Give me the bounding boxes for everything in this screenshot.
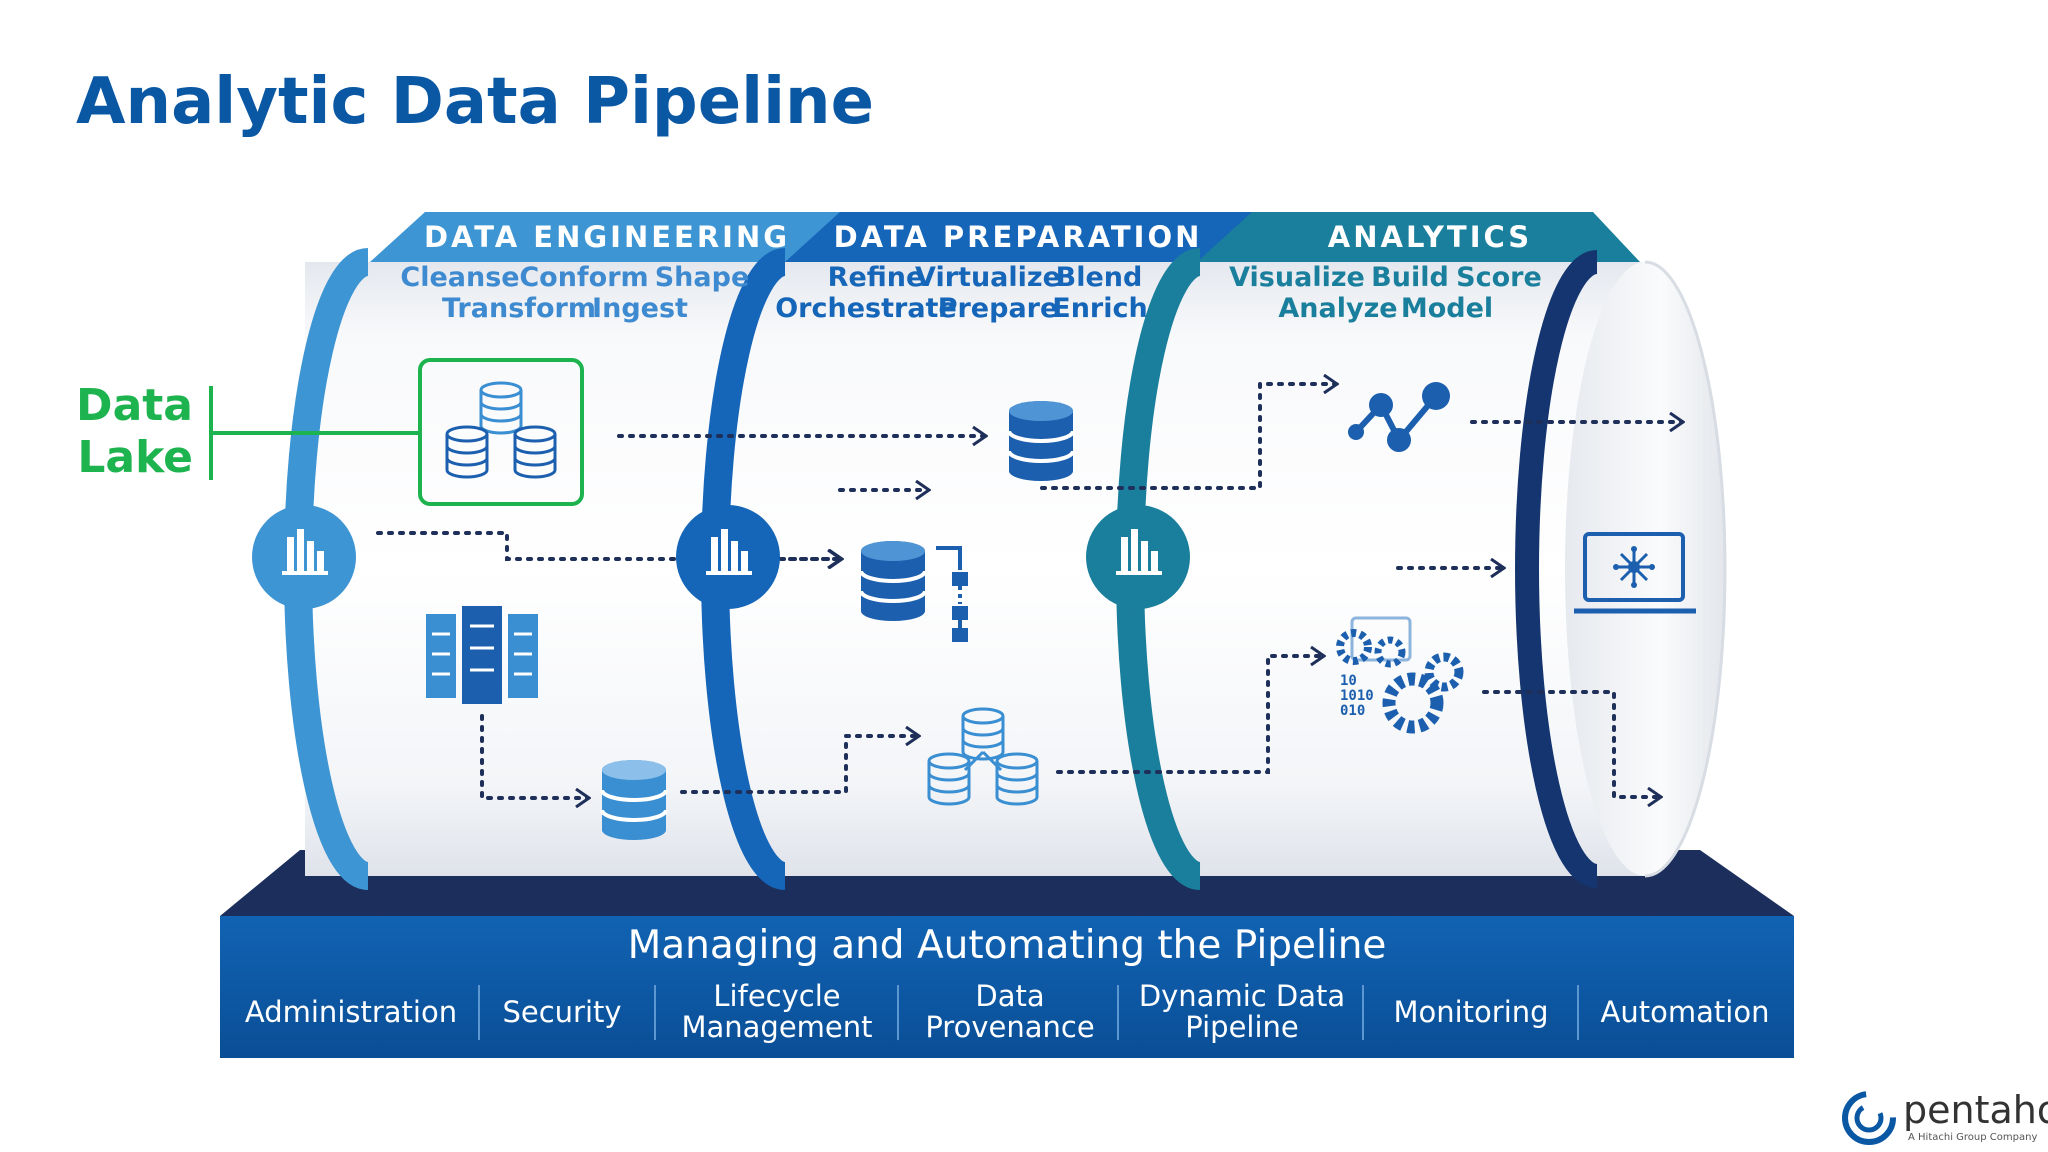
data-lake-callout: Data Lake xyxy=(76,358,584,506)
stage-badge-data-preparation xyxy=(676,505,780,609)
platform-item-label: Administration xyxy=(245,995,457,1029)
stage-activity: Visualize xyxy=(1229,262,1365,293)
platform-item-label: Automation xyxy=(1601,995,1770,1029)
stage-name-data-engineering: DATA ENGINEERING xyxy=(424,220,790,254)
line-chart-icon xyxy=(1348,382,1450,452)
platform-item-label: Pipeline xyxy=(1185,1010,1299,1044)
svg-text:1010: 1010 xyxy=(1340,688,1374,704)
laptop-dashboard-icon xyxy=(1574,532,1696,614)
svg-text:010: 010 xyxy=(1340,703,1365,719)
stage-activity: Prepare xyxy=(938,293,1059,324)
platform-item-label: Management xyxy=(681,1010,872,1044)
stage-badge-data-engineering xyxy=(252,505,356,609)
stage-name-data-preparation: DATA PREPARATION xyxy=(834,220,1203,254)
database-pipeline-icon xyxy=(859,539,968,642)
stage-activity: Shape xyxy=(655,262,750,293)
platform-heading: Managing and Automating the Pipeline xyxy=(628,923,1387,968)
stage-activity: Ingest xyxy=(592,293,688,324)
model-gears-icon: 10 1010 010 xyxy=(1336,616,1464,734)
page-title: Analytic Data Pipeline xyxy=(76,65,874,139)
stage-activity: Virtualize xyxy=(915,262,1061,293)
data-lake-label-line1: Data xyxy=(76,380,193,431)
flow-arrow xyxy=(1056,656,1323,774)
ring-end xyxy=(1515,250,1599,888)
stage-activity: Enrich xyxy=(1052,293,1147,324)
server-rack-icon xyxy=(426,606,538,704)
platform-item-label: Lifecycle xyxy=(713,979,840,1013)
flow-arrow xyxy=(680,736,918,794)
svg-text:10: 10 xyxy=(1340,673,1357,689)
stage-activity: Cleanse xyxy=(400,262,519,293)
flow-arrow xyxy=(480,714,588,798)
platform-item-label: Dynamic Data xyxy=(1139,979,1345,1013)
platform-item-label: Monitoring xyxy=(1393,995,1548,1029)
stage-activity: Orchestrate xyxy=(775,293,957,324)
stage-activity: Transform xyxy=(442,293,596,324)
flow-arrow xyxy=(376,531,840,559)
database-icon xyxy=(600,758,668,842)
logo-name: pentaho xyxy=(1903,1088,2048,1132)
pipeline-cylinder xyxy=(305,260,1727,878)
data-lake-box xyxy=(418,358,584,506)
stage-activity: Analyze xyxy=(1278,293,1397,324)
stage-activity: Blend xyxy=(1056,262,1143,293)
stage-activity: Model xyxy=(1401,293,1493,324)
flow-arrow xyxy=(1482,690,1660,797)
tab-data-engineering xyxy=(370,212,845,262)
stage-activity: Score xyxy=(1456,262,1542,293)
platform-item-label: Provenance xyxy=(925,1010,1094,1044)
management-platform: Managing and Automating the Pipeline Adm… xyxy=(220,850,1794,1058)
database-icon xyxy=(1007,399,1075,483)
stage-activity: Conform xyxy=(519,262,648,293)
stage-activity: Build xyxy=(1371,262,1449,293)
tab-data-preparation xyxy=(785,212,1257,262)
flow-arrows xyxy=(376,384,1682,798)
blended-databases-icon xyxy=(927,707,1039,806)
logo-tagline: A Hitachi Group Company xyxy=(1908,1132,2037,1143)
pentaho-logo: pentaho A Hitachi Group Company xyxy=(1842,1088,2048,1145)
flow-arrow xyxy=(1040,384,1336,490)
stage-activity: Refine xyxy=(828,262,925,293)
tab-analytics xyxy=(1197,212,1640,262)
platform-item-label: Data xyxy=(975,979,1044,1013)
data-lake-label-line2: Lake xyxy=(77,432,193,483)
stage-badge-analytics xyxy=(1086,505,1190,609)
stage-name-analytics: ANALYTICS xyxy=(1328,220,1532,254)
platform-item-label: Security xyxy=(502,995,621,1029)
